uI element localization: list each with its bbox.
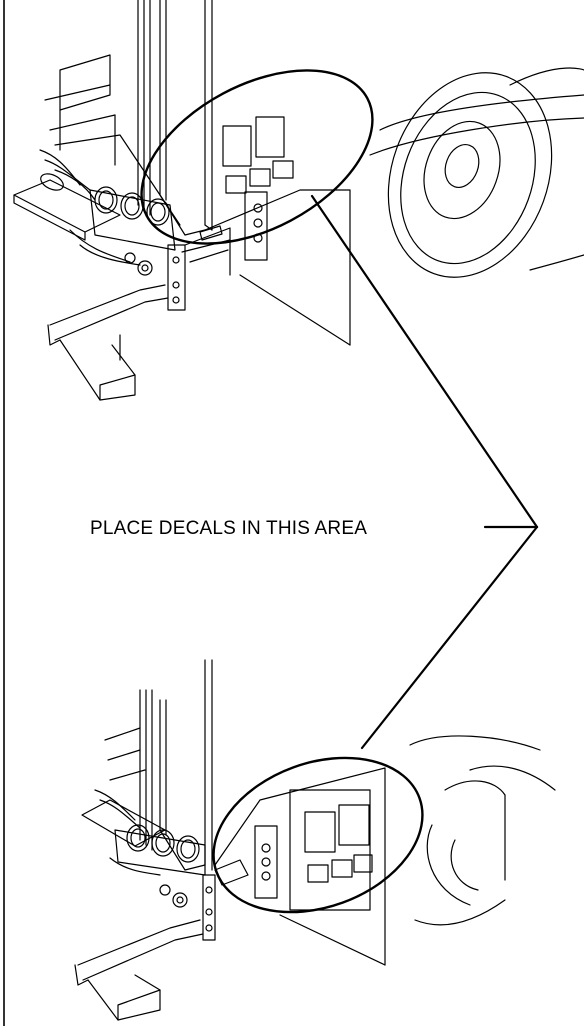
decal-small-1 — [225, 175, 247, 194]
decal-large-right — [255, 116, 285, 158]
lower-side-face — [214, 767, 386, 966]
lower-mast — [139, 659, 213, 871]
callout-label: PLACE DECALS IN THIS AREA — [88, 518, 370, 540]
lower-view — [74, 659, 556, 1021]
lower-decal-small-3 — [353, 854, 373, 873]
lower-decal-panel — [289, 789, 371, 911]
decal-small-3 — [272, 160, 294, 179]
lower-decal-small-1 — [307, 864, 329, 883]
leader-to-lower — [360, 525, 539, 750]
decal-large-left — [222, 125, 252, 167]
upper-rear-face — [181, 116, 351, 346]
upper-bracket — [124, 244, 186, 311]
lower-wheel — [409, 735, 556, 926]
lower-decal-large-left — [304, 811, 336, 853]
lower-decal-small-2 — [331, 859, 353, 878]
lower-tow-bar — [74, 919, 204, 1021]
upper-mast — [137, 0, 213, 231]
lower-bracket — [159, 874, 216, 941]
upper-cylinder — [13, 149, 141, 266]
upper-wheel — [369, 67, 584, 278]
lower-bumper — [114, 824, 206, 876]
lower-decal-large-right — [338, 804, 370, 846]
lower-frame — [104, 727, 206, 871]
upper-bumper — [89, 186, 176, 251]
lower-callout-ellipse — [212, 756, 424, 914]
upper-tow-bar — [47, 284, 169, 401]
callout-leader-lines — [310, 194, 539, 750]
control-strip — [244, 191, 268, 261]
upper-view — [13, 0, 584, 401]
decal-small-2 — [249, 168, 271, 187]
lower-control-strip — [254, 825, 278, 899]
leader-to-upper — [310, 194, 539, 529]
upper-callout-ellipse — [140, 69, 374, 245]
